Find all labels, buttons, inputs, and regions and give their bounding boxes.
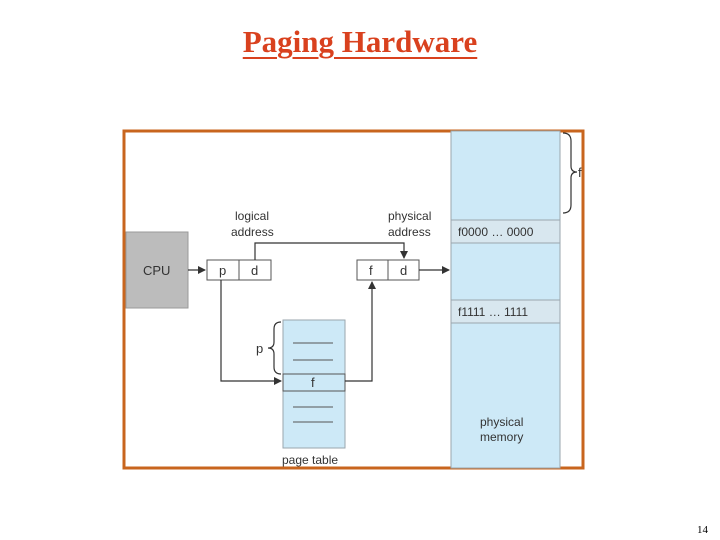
logical-field-p: p <box>219 263 226 278</box>
frame-end-row <box>450 299 561 324</box>
cpu-box <box>125 231 189 309</box>
page-table-label: page table <box>282 453 338 467</box>
logical-address-label-line1: logical <box>235 209 269 223</box>
arrow-p-to-page-table <box>220 280 282 385</box>
physical-memory-label-line2: memory <box>480 430 523 444</box>
physical-address-label-line1: physical <box>388 209 431 223</box>
physical-field-f: f <box>369 263 373 278</box>
logical-address-label-line2: address <box>231 225 274 239</box>
page-table-entry-row <box>282 373 346 392</box>
slide-title: Paging Hardware <box>242 24 478 59</box>
frame-end-address: f1111 … 1111 <box>458 305 528 319</box>
logical-field-d: d <box>251 263 258 278</box>
page-index-brace <box>267 321 282 375</box>
arrow-page-table-to-frame <box>345 281 376 382</box>
frame-brace-label: f <box>578 165 582 180</box>
frame-start-row <box>450 219 561 244</box>
arrow-d-to-physical <box>254 242 408 260</box>
physical-field-d: d <box>400 263 407 278</box>
frame-brace <box>562 132 578 214</box>
page-index-label: p <box>256 341 263 356</box>
cpu-label: CPU <box>143 263 170 278</box>
physical-memory-label-line1: physical <box>480 415 523 429</box>
physical-address-label-line2: address <box>388 225 431 239</box>
page-number: 14 <box>697 524 708 536</box>
page-table-entry-label: f <box>311 375 315 390</box>
frame-start-address: f0000 … 0000 <box>458 225 534 239</box>
